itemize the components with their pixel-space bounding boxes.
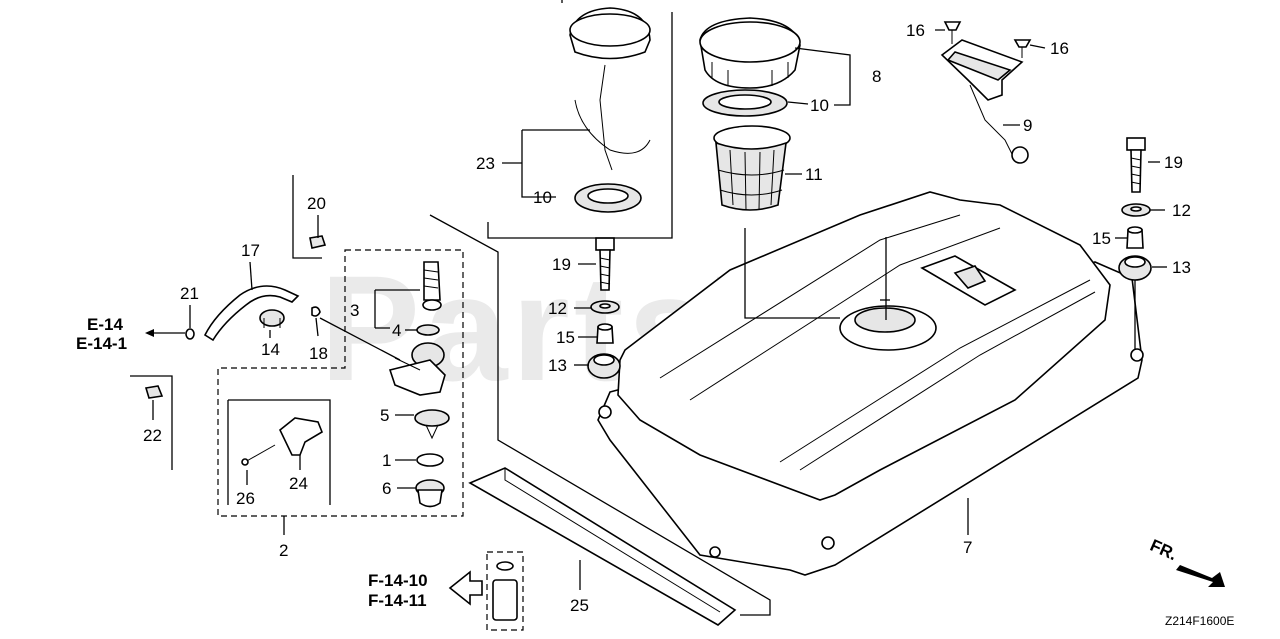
fuel-cock-o-ring-upper[interactable] [416,324,440,336]
fuel-tank-cap[interactable] [699,17,801,89]
fuel-cap-with-tether[interactable] [569,7,651,171]
callout-18: 18 [309,344,328,363]
fuel-tube[interactable] [203,285,300,342]
callout-17: 17 [241,241,260,260]
cushion-left[interactable] [587,353,621,379]
fuel-cock-body[interactable] [388,342,446,396]
front-label: FR. [1147,536,1180,564]
front-direction-arrow-icon [1176,565,1225,587]
callout-19-left: 19 [552,255,571,274]
cushion-right[interactable] [1118,255,1152,281]
callout-2: 2 [279,541,288,560]
callout-9: 9 [1023,116,1032,135]
callout-25: 25 [570,596,589,615]
nut-22[interactable] [144,385,164,399]
fuel-strainer[interactable] [713,125,791,211]
tube-clip[interactable] [185,328,195,340]
gauge-screw-left[interactable] [943,21,962,44]
fuel-cock-lever[interactable] [279,417,323,456]
tube-detail-inset [486,551,524,631]
callout-11: 11 [805,165,823,184]
callout-12-right: 12 [1172,201,1191,220]
ref-e-14[interactable]: E-14 [87,315,123,334]
callout-16-left: 16 [906,21,925,40]
fuel-cock-filter-cup[interactable] [414,409,450,440]
washer-right[interactable] [1121,203,1151,217]
callout-26: 26 [236,489,255,508]
callout-15-right: 15 [1092,229,1111,248]
ref-f-14-10[interactable]: F-14-10 [368,571,428,590]
callout-15-left: 15 [556,328,575,347]
fuel-cock-bolt[interactable] [422,261,442,311]
callout-5: 5 [380,406,389,425]
callout-4: 4 [392,321,401,340]
tank-protector-strip[interactable] [468,467,737,626]
callout-1: 1 [382,451,391,470]
ref-e-14-1[interactable]: E-14-1 [76,334,127,353]
bolt-right[interactable] [1126,137,1146,193]
callout-labels: 8 10 11 23 10 16 16 9 19 12 15 13 19 12 … [143,21,1191,615]
callout-13-left: 13 [548,356,567,375]
callout-19-right: 19 [1164,153,1183,172]
collar-right[interactable] [1126,226,1144,249]
callout-10-cap: 10 [810,96,829,115]
callout-22: 22 [143,426,162,445]
clip-18[interactable] [311,306,321,317]
callout-8: 8 [872,67,881,86]
fuel-cock-o-ring-lower[interactable] [416,453,444,467]
drawing-code: Z214F1600E [1165,614,1234,628]
callout-24: 24 [289,474,308,493]
fuel-gauge[interactable] [940,39,1029,164]
callout-3: 3 [350,301,359,320]
callout-16-right: 16 [1050,39,1069,58]
callout-6: 6 [382,479,391,498]
callout-14: 14 [261,340,280,359]
callout-10-tether: 10 [533,188,552,207]
washer-left[interactable] [590,300,620,314]
callout-23: 23 [476,154,495,173]
group-bracket-lines [130,0,890,616]
gauge-screw-right[interactable] [1013,39,1032,58]
collar-left[interactable] [596,323,614,344]
callout-7: 7 [963,538,972,557]
bolt-left[interactable] [595,237,615,291]
callout-12-left: 12 [548,299,567,318]
callout-13-right: 13 [1172,258,1191,277]
fuel-cock-sediment-cup[interactable] [415,479,445,508]
cross-references: E-14 E-14-1 F-14-10 F-14-11 [76,315,428,610]
lever-screw[interactable] [241,444,276,466]
strainer-joint[interactable] [259,309,285,328]
fuel-cap-gasket[interactable] [702,89,788,117]
callout-21: 21 [180,284,199,303]
ref-f-14-11[interactable]: F-14-11 [368,591,427,610]
callout-20: 20 [307,194,326,213]
fuel-tank[interactable] [597,191,1144,576]
leader-lines [145,29,1167,606]
cap-tether-gasket[interactable] [574,183,642,213]
